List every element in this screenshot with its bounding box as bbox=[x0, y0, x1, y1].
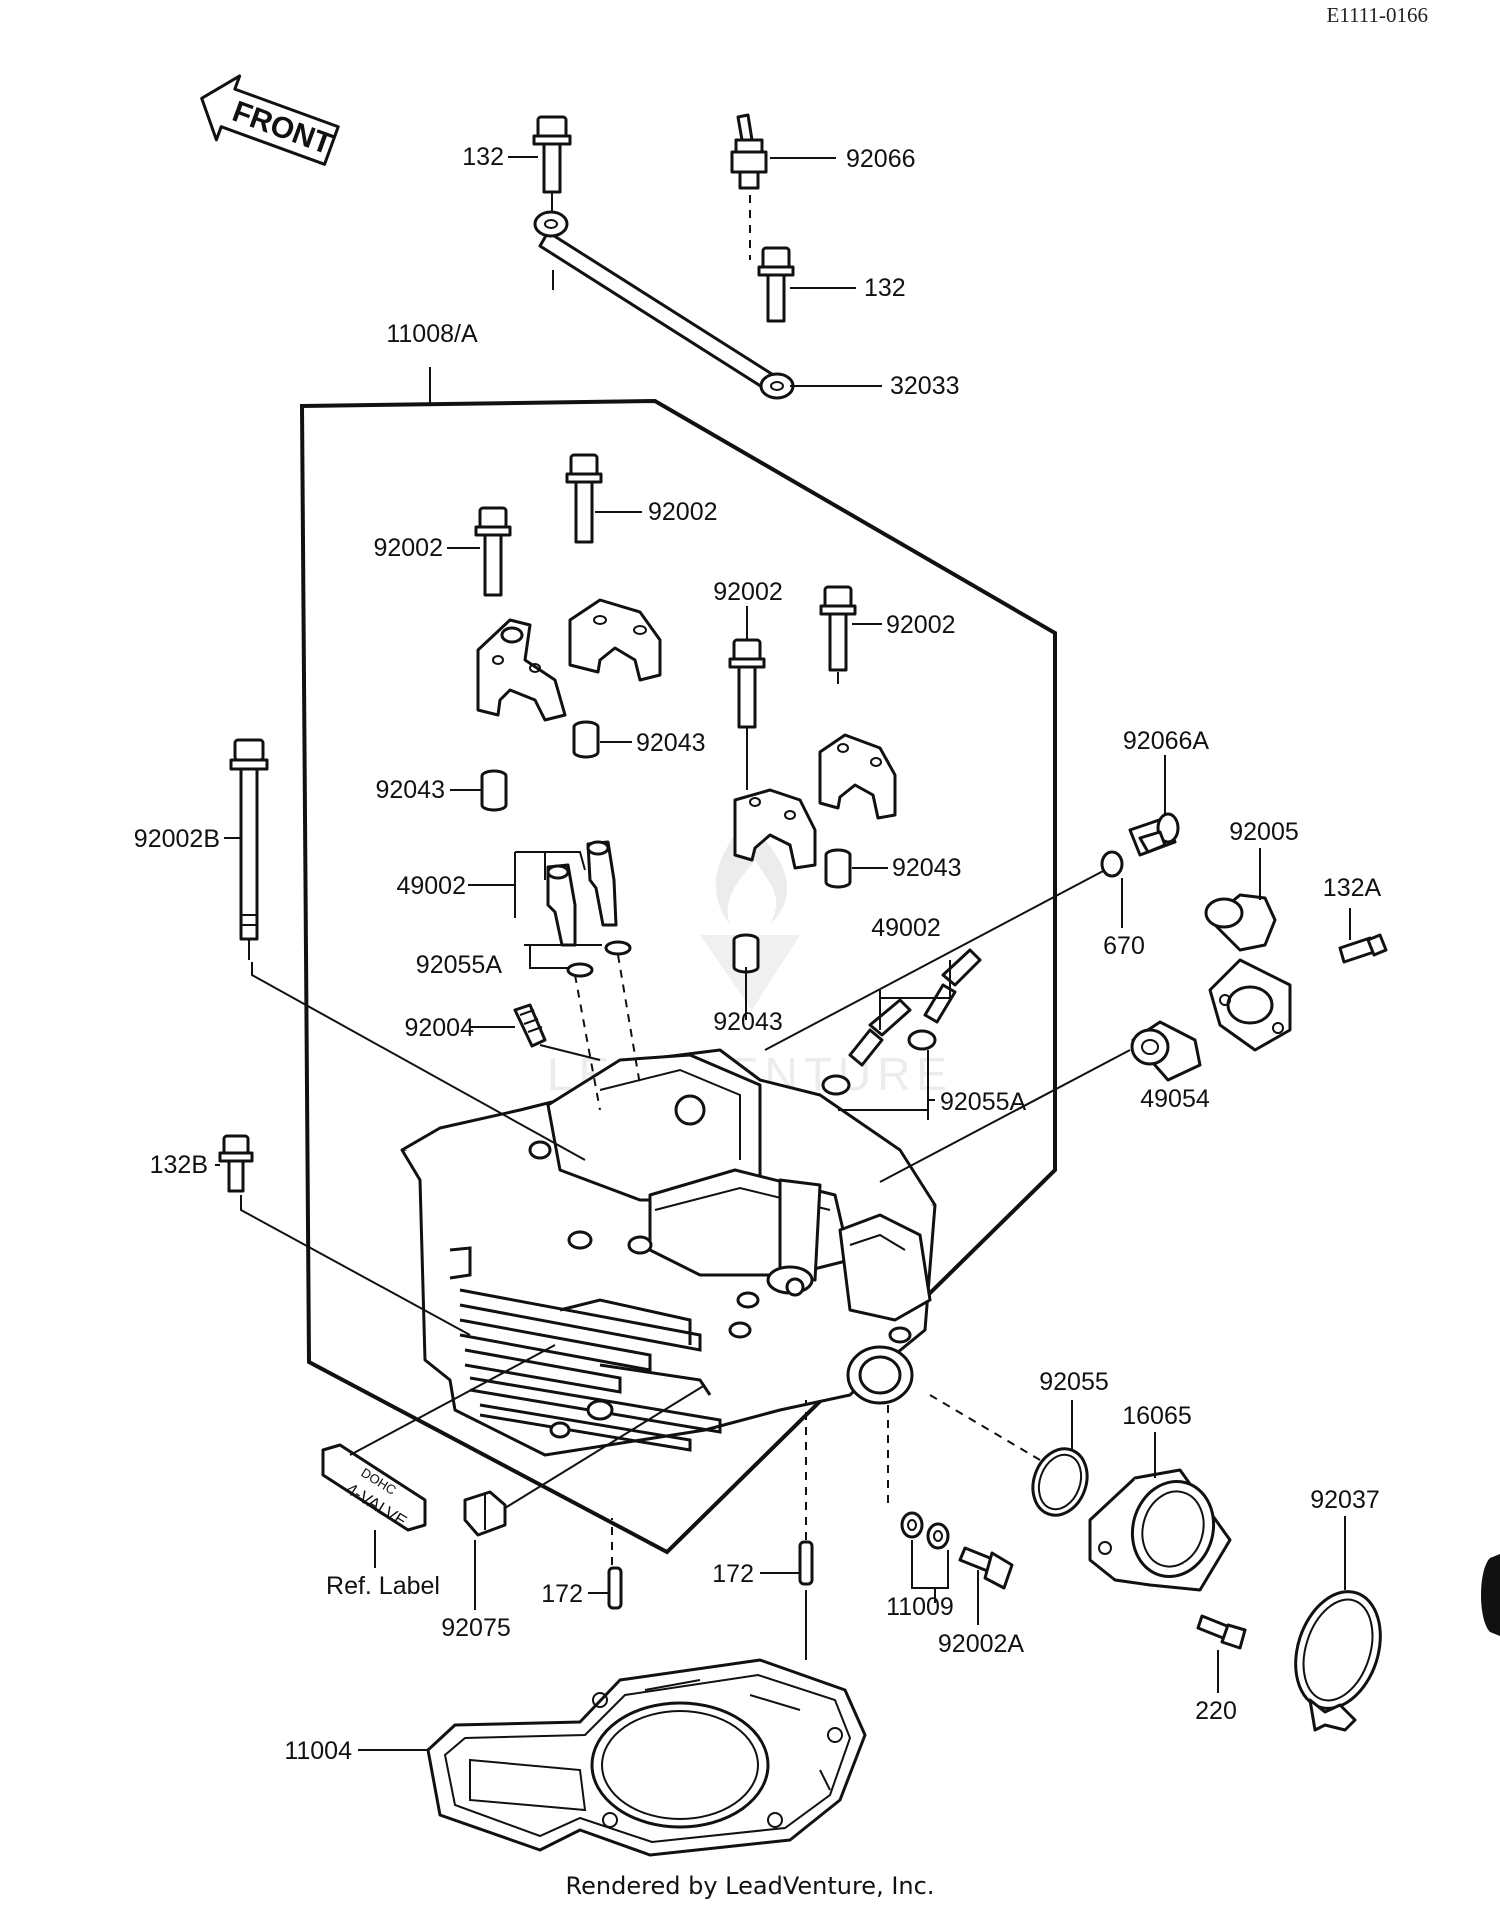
part-132a-bolt bbox=[1338, 933, 1388, 964]
callout-labels: 132 92066 132 32033 11008/A 92002 92002 … bbox=[134, 143, 1382, 1765]
part-92002b-long-bolt bbox=[229, 738, 269, 960]
leader-lines bbox=[215, 156, 1351, 1751]
part-92037-clamp bbox=[1294, 1590, 1382, 1732]
front-arrow: FRONT bbox=[200, 74, 340, 166]
camshaft-cap-left-1 bbox=[476, 618, 567, 722]
camshaft-cap-left-2 bbox=[568, 598, 662, 682]
callout-32033: 32033 bbox=[890, 372, 960, 400]
assembly-frame-11008a bbox=[299, 398, 1057, 1555]
callout-670: 670 bbox=[1103, 932, 1145, 960]
diagram-code: E1111-0166 bbox=[1327, 3, 1428, 27]
callout-11008a: 11008/A bbox=[386, 320, 478, 348]
callout-92055: 92055 bbox=[1039, 1368, 1109, 1396]
callout-92055a-b: 92055A bbox=[940, 1088, 1027, 1116]
camshaft-cap-right-1 bbox=[733, 788, 817, 870]
callout-49002-a: 49002 bbox=[396, 872, 466, 900]
callout-132-top: 132 bbox=[462, 143, 504, 171]
part-132-bolt-mid bbox=[757, 246, 795, 323]
part-92043-dowel-a bbox=[572, 720, 600, 759]
part-11004-head-gasket bbox=[426, 1658, 867, 1857]
part-92066a-plug bbox=[1128, 812, 1180, 857]
part-92002-bolt-a bbox=[565, 453, 603, 544]
part-92043-dowel-d bbox=[732, 933, 760, 1020]
callout-92043-b: 92043 bbox=[375, 776, 445, 804]
callout-220: 220 bbox=[1195, 1697, 1237, 1725]
footer-credit: Rendered by LeadVenture, Inc. bbox=[566, 1872, 935, 1900]
part-92002a-bolt bbox=[958, 1546, 1014, 1590]
callout-92002a: 92002A bbox=[938, 1630, 1025, 1658]
callout-92005: 92005 bbox=[1229, 818, 1299, 846]
part-92005-thermostat-cover bbox=[1204, 893, 1292, 1052]
part-92055-o-ring bbox=[1031, 1447, 1089, 1517]
part-49002-valve-guides-right bbox=[821, 948, 982, 1096]
callout-132a: 132A bbox=[1323, 874, 1382, 902]
callout-49002-b: 49002 bbox=[871, 914, 941, 942]
part-172-dowel-a bbox=[607, 1566, 623, 1610]
callout-92037: 92037 bbox=[1310, 1486, 1380, 1514]
edge-mark bbox=[1481, 1554, 1500, 1636]
part-92002-bolt-b bbox=[474, 506, 512, 597]
part-49002-valve-guides-left bbox=[546, 840, 632, 978]
callout-92055a-a: 92055A bbox=[416, 951, 503, 979]
part-172-dowel-b bbox=[798, 1540, 814, 1586]
callout-16065: 16065 bbox=[1122, 1402, 1192, 1430]
part-92043-dowel-c bbox=[824, 848, 852, 889]
part-92002-bolt-d bbox=[819, 585, 857, 684]
part-92004-stud bbox=[513, 1003, 547, 1048]
part-92075-clip bbox=[463, 1490, 507, 1537]
callout-92002-d: 92002 bbox=[886, 611, 956, 639]
part-92066-temp-sensor bbox=[730, 113, 768, 260]
part-670-o-ring bbox=[1100, 850, 1124, 878]
callout-92043-d: 92043 bbox=[713, 1008, 783, 1036]
part-11009-washers bbox=[900, 1511, 950, 1550]
part-32033-bracket bbox=[533, 210, 795, 400]
callout-172-b: 172 bbox=[712, 1560, 754, 1588]
callout-92043-a: 92043 bbox=[636, 729, 706, 757]
callout-92002b: 92002B bbox=[134, 825, 220, 853]
callout-132-mid: 132 bbox=[864, 274, 906, 302]
callout-92043-c: 92043 bbox=[892, 854, 962, 882]
callout-172-a: 172 bbox=[541, 1580, 583, 1608]
phantom-lines bbox=[240, 869, 1131, 1660]
callout-92075: 92075 bbox=[441, 1614, 511, 1642]
cylinder-head bbox=[400, 1048, 937, 1457]
callout-ref-label: Ref. Label bbox=[326, 1572, 440, 1600]
part-16065-intake-holder bbox=[1088, 1468, 1232, 1592]
callout-49054: 49054 bbox=[1140, 1085, 1210, 1113]
part-92043-dowel-b bbox=[480, 769, 508, 812]
callout-92066a: 92066A bbox=[1123, 727, 1210, 755]
callout-132b: 132B bbox=[150, 1151, 208, 1179]
callout-92002-a: 92002 bbox=[648, 498, 718, 526]
part-220-screw bbox=[1196, 1614, 1247, 1650]
part-49054-thermostat bbox=[1130, 1020, 1202, 1082]
part-132-bolt-top bbox=[532, 115, 572, 210]
callout-92004: 92004 bbox=[404, 1014, 474, 1042]
part-92002-bolt-c bbox=[728, 638, 766, 790]
ref-label-plate: DOHC 4-VALVE bbox=[321, 1443, 427, 1532]
callout-92066: 92066 bbox=[846, 145, 916, 173]
callout-92002-b: 92002 bbox=[373, 534, 443, 562]
camshaft-cap-right-2 bbox=[818, 733, 897, 820]
callout-92002-c: 92002 bbox=[713, 578, 783, 606]
callout-11009: 11009 bbox=[886, 1593, 954, 1621]
part-132b-bolt bbox=[218, 1134, 254, 1193]
callout-11004: 11004 bbox=[284, 1737, 352, 1765]
